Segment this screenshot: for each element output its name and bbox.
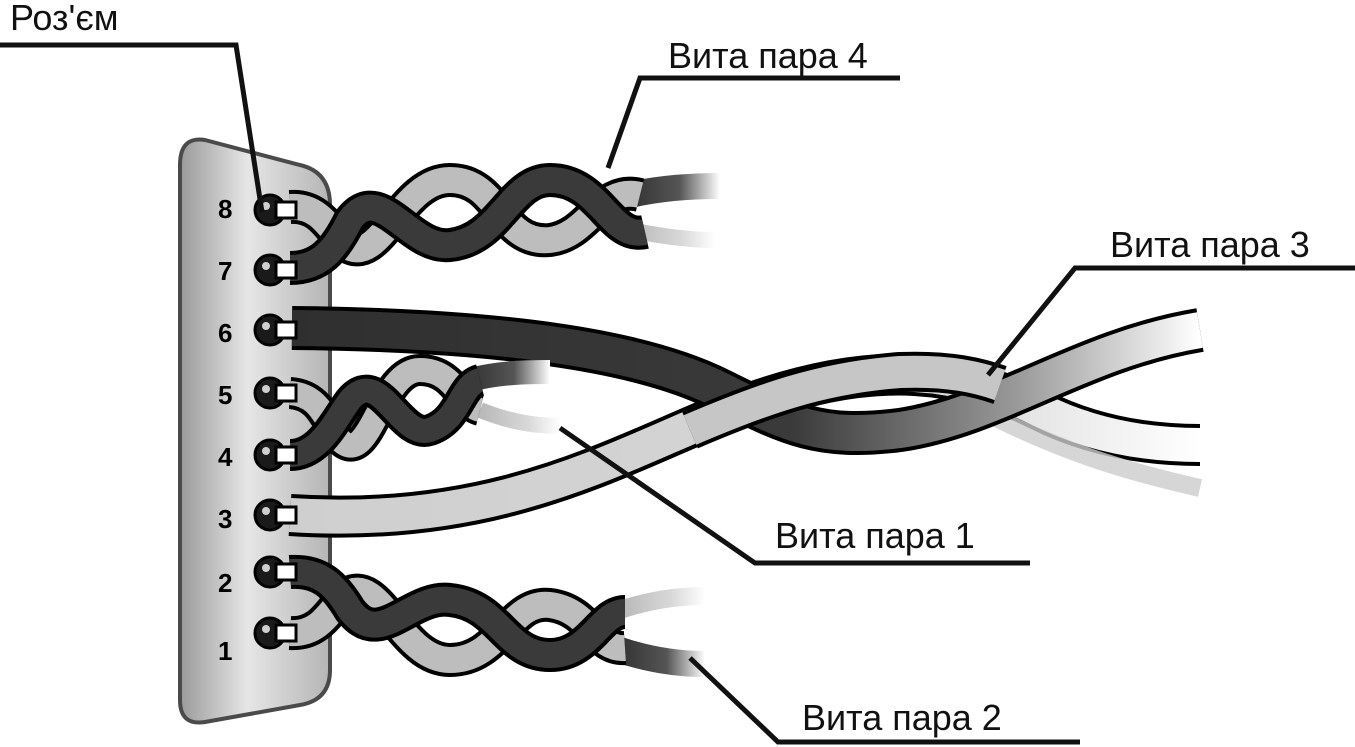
pin-3 xyxy=(253,498,298,532)
pin-label-3: 3 xyxy=(218,504,232,534)
pin-label-4: 4 xyxy=(218,442,233,472)
pin-label-8: 8 xyxy=(218,194,232,224)
pin-label-5: 5 xyxy=(218,380,232,410)
pin-6 xyxy=(253,313,298,347)
pin-label-2: 2 xyxy=(218,568,232,598)
leader-lines xyxy=(0,42,1355,745)
labels: Роз'єм Вита пара 4 Вита пара 3 Вита пара… xyxy=(10,0,1310,738)
pin-label-1: 1 xyxy=(218,636,232,666)
pin-1 xyxy=(253,616,298,650)
leader-pair-1 xyxy=(558,425,1030,566)
twisted-pair-3 xyxy=(288,306,1204,538)
label-pair-2: Вита пара 2 xyxy=(802,697,1002,738)
pin-2 xyxy=(253,555,298,589)
label-pair-1: Вита пара 1 xyxy=(775,515,975,556)
connector-pins xyxy=(253,193,298,650)
leader-connector xyxy=(0,42,265,213)
label-pair-3: Вита пара 3 xyxy=(1110,224,1310,265)
pin-5 xyxy=(253,376,298,410)
pin-4 xyxy=(253,438,298,472)
pin-labels: 8 7 6 5 4 3 2 1 xyxy=(218,194,233,666)
leader-pair-2 xyxy=(688,656,1080,745)
twisted-pair-1 xyxy=(287,353,561,471)
label-pair-4: Вита пара 4 xyxy=(668,35,868,76)
pin-7 xyxy=(253,253,298,287)
label-connector: Роз'єм xyxy=(10,0,119,38)
pin-label-7: 7 xyxy=(218,256,232,286)
twisted-pair-4 xyxy=(288,162,721,285)
pin-label-6: 6 xyxy=(218,318,232,348)
leader-pair-4 xyxy=(605,75,900,169)
leader-pair-3 xyxy=(986,265,1355,377)
twisted-pair-2 xyxy=(288,554,706,678)
